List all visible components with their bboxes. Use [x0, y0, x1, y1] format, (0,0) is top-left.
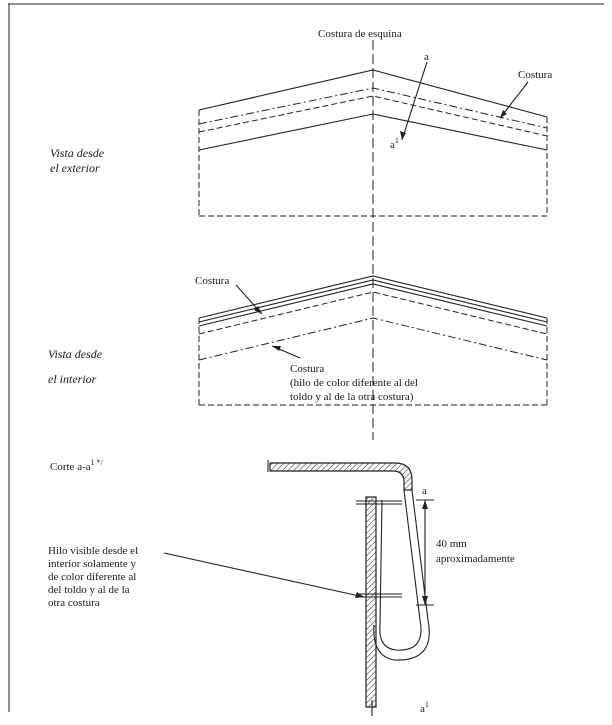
section-a-label: a: [424, 51, 429, 63]
corner-seam-label: Costura de esquina: [318, 28, 402, 40]
colored-seam-label-3: toldo y al de la otra costura): [290, 391, 414, 403]
thread-note-5: otra costura: [48, 597, 100, 609]
colored-seam-label-1: Costura: [290, 363, 324, 375]
section-a1-label: a1: [390, 136, 399, 151]
dimension-value-2: aproximadamente: [436, 553, 515, 565]
exterior-view: [198, 61, 548, 217]
colored-seam-label-2: (hilo de color diferente al del: [290, 377, 418, 389]
page-frame: [8, 3, 604, 712]
exterior-view-title-1: Vista desde: [50, 146, 105, 160]
cross-section: [163, 460, 434, 716]
exterior-view-title-2: el exterior: [50, 161, 100, 175]
middle-seam-label: Costura: [195, 275, 229, 287]
interior-view-title-1: Vista desde: [48, 347, 103, 361]
top-seam-label: Costura: [518, 69, 552, 81]
thread-note-2: interior solamente y: [48, 558, 136, 570]
thread-note-3: de color diferente al: [48, 571, 136, 583]
bottom-a1-label: a1: [420, 700, 429, 715]
thread-note-1: Hilo visible desde el: [48, 545, 138, 557]
thread-note-4: del toldo y al de la: [48, 584, 130, 596]
dimension-a-label: a: [422, 485, 427, 497]
cut-label: Corte a-a1 */: [50, 458, 104, 473]
dimension-value-1: 40 mm: [436, 538, 467, 550]
interior-view-title-2: el interior: [48, 372, 97, 386]
interior-view: [198, 275, 548, 406]
